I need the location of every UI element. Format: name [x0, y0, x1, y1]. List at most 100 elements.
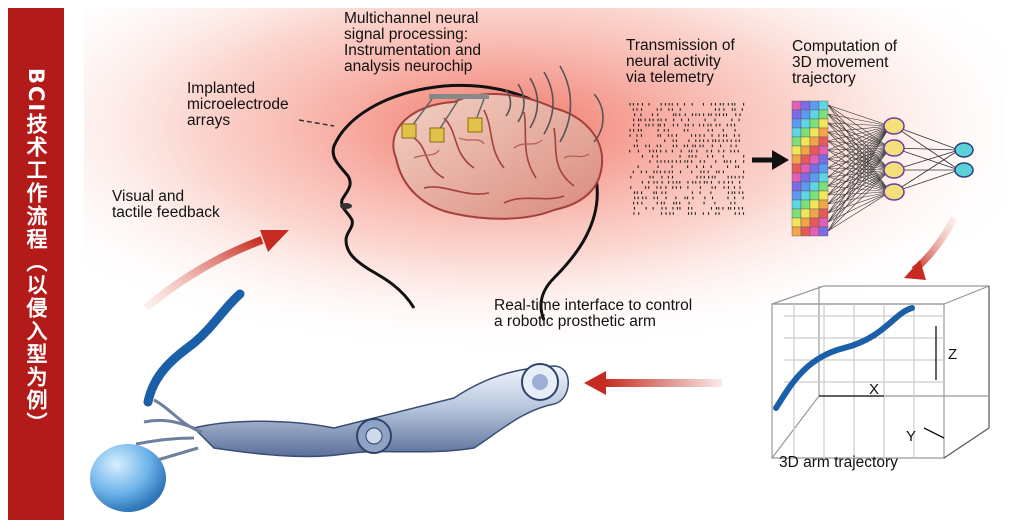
grid-cell — [791, 208, 802, 219]
feedback-arrow-head — [260, 230, 289, 252]
hidden-node — [883, 139, 905, 157]
grid-cell — [791, 109, 802, 120]
network-edge — [827, 125, 891, 169]
grid-cell — [818, 190, 829, 201]
neurochip-icon — [401, 94, 489, 143]
grid-cell — [800, 100, 811, 111]
grid-cell — [818, 100, 829, 111]
grid-cell — [791, 217, 802, 228]
grid-cell — [800, 217, 811, 228]
network-edge — [827, 104, 891, 127]
grid-cell — [800, 190, 811, 201]
grid-cell — [791, 190, 802, 201]
network-edge — [827, 125, 891, 214]
network-edge — [827, 147, 891, 205]
grid-cell — [809, 154, 820, 165]
grid-cell — [791, 199, 802, 210]
brain-icon — [392, 93, 604, 220]
grid-cell — [800, 136, 811, 147]
grid-cell — [809, 199, 820, 210]
grid-cell — [818, 226, 829, 237]
network-edge — [893, 125, 960, 151]
grid-cell — [800, 208, 811, 219]
arm-trajectory-line — [143, 289, 245, 407]
grid-cell — [818, 199, 829, 210]
network-edge — [827, 147, 891, 232]
grid-cell — [809, 109, 820, 120]
grid-cell — [818, 136, 829, 147]
network-edge — [893, 147, 960, 151]
grid-cell — [800, 145, 811, 156]
grid-cell — [818, 127, 829, 138]
network-edge — [827, 125, 891, 142]
network-edge — [827, 140, 891, 149]
grid-cell — [809, 226, 820, 237]
grid-cell — [818, 208, 829, 219]
network-edge — [827, 125, 891, 133]
neural-network-icon — [827, 104, 974, 232]
network-edge — [827, 125, 891, 178]
grid-cell — [791, 118, 802, 129]
network-edge — [827, 125, 891, 223]
robotic-arm-icon — [135, 363, 569, 466]
grid-cell — [800, 118, 811, 129]
grid-cell — [800, 226, 811, 237]
neural-raster — [629, 103, 745, 215]
axis-label-x: X — [869, 381, 880, 398]
network-edge — [827, 147, 891, 187]
output-node — [954, 142, 974, 158]
network-edge — [827, 125, 891, 196]
network-edge — [827, 147, 891, 214]
axis-label-y: Y — [906, 428, 917, 445]
feedback-arrow — [143, 236, 264, 312]
network-edge — [827, 147, 891, 151]
implanted-pointer — [298, 119, 335, 127]
grid-cell — [800, 199, 811, 210]
network-edge — [827, 125, 891, 160]
label-computation: Computation of 3D movement trajectory — [792, 38, 898, 87]
diagram-graphics — [84, 8, 1004, 512]
grid-cell — [800, 109, 811, 120]
grid-cell — [791, 172, 802, 183]
eye-icon — [340, 203, 352, 209]
grid-cell — [791, 163, 802, 174]
label-transmission: Transmission of neural activity via tele… — [626, 37, 735, 86]
label-trajectory: 3D arm trajectory — [779, 454, 898, 471]
network-edge — [893, 125, 960, 171]
grid-cell — [809, 100, 820, 111]
network-edge — [827, 125, 891, 151]
grid-cell — [800, 172, 811, 183]
network-edge — [827, 169, 891, 232]
hidden-node — [883, 183, 905, 201]
network-edge — [827, 131, 891, 149]
label-feedback: Visual and tactile feedback — [112, 188, 220, 221]
grid-cell — [791, 181, 802, 192]
grid-cell — [800, 127, 811, 138]
grid-cell — [791, 145, 802, 156]
head-outline-icon — [331, 83, 599, 321]
grid-cell — [818, 118, 829, 129]
grid-cell — [809, 208, 820, 219]
grid-cell — [800, 163, 811, 174]
label-signal-processing: Multichannel neural signal processing: I… — [344, 10, 482, 75]
label-interface: Real-time interface to control a robotic… — [494, 297, 693, 330]
grid-cell — [818, 145, 829, 156]
grid-cell — [818, 172, 829, 183]
grid-cell — [818, 154, 829, 165]
network-edge — [827, 147, 891, 169]
network-edge — [893, 149, 960, 193]
grid-cell — [818, 109, 829, 120]
bci-diagram: Multichannel neural signal processing: I… — [84, 8, 1004, 520]
network-edge — [827, 125, 891, 232]
grid-cell — [809, 136, 820, 147]
network-edge — [893, 147, 960, 171]
grid-cell — [791, 136, 802, 147]
network-edge — [827, 191, 891, 232]
grid-cell — [809, 172, 820, 183]
network-edge — [827, 147, 891, 160]
trajectory-line — [773, 305, 915, 411]
grid-cell — [791, 226, 802, 237]
output-node — [954, 162, 974, 178]
network-edge — [893, 149, 960, 171]
grid-cell — [818, 217, 829, 228]
